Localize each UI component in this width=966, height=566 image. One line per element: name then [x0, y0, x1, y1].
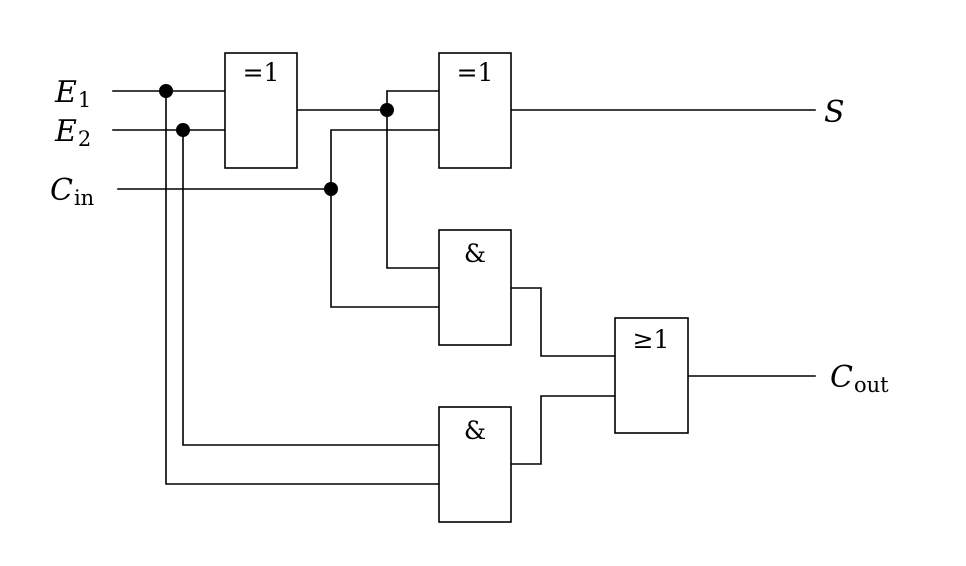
- and-gate-1-body: [438, 229, 512, 346]
- wire-e2-to-and2: [182, 129, 440, 446]
- and-gate-2-symbol: &: [464, 416, 486, 445]
- label-s-main: S: [824, 95, 845, 130]
- xor-gate-1-symbol: =1: [243, 58, 280, 87]
- or-gate: ≥1: [614, 317, 689, 434]
- and-gate-1-symbol: &: [464, 239, 486, 268]
- label-cin-main: C: [50, 173, 73, 208]
- label-e2-main: E: [54, 114, 77, 149]
- junctions: [159, 84, 394, 196]
- xor-gate-2: =1: [438, 52, 512, 169]
- label-cin: Cin: [50, 173, 94, 210]
- junction-cin: [324, 182, 338, 196]
- wire-e1-to-and2: [165, 90, 440, 485]
- wire-xor1-to-xor2: [296, 90, 440, 111]
- label-e1-sub: 1: [78, 88, 91, 112]
- label-cout-sub: out: [854, 373, 889, 397]
- wire-xor1-to-and1: [386, 109, 440, 269]
- label-cout-main: C: [830, 360, 853, 395]
- wires: [112, 90, 816, 485]
- and-gate-2-body: [438, 406, 512, 523]
- label-s: S: [824, 95, 845, 130]
- junction-e1: [159, 84, 173, 98]
- wire-cin-to-xor2: [330, 129, 440, 190]
- and-gate-1: &: [438, 229, 512, 346]
- xor-gate-2-body: [438, 52, 512, 169]
- label-e2: E2: [54, 114, 91, 151]
- junction-xor1-out: [380, 103, 394, 117]
- label-e1: E1: [54, 75, 91, 112]
- and-gate-2: &: [438, 406, 512, 523]
- label-cout: Cout: [830, 360, 889, 397]
- junction-e2: [176, 123, 190, 137]
- or-gate-body: [614, 317, 689, 434]
- xor-gate-2-symbol: =1: [457, 58, 494, 87]
- wire-and2-to-or: [510, 395, 616, 465]
- or-gate-symbol: ≥1: [633, 325, 670, 354]
- xor-gate-1: =1: [224, 52, 298, 169]
- wire-cin-to-and1: [330, 188, 440, 308]
- xor-gate-1-body: [224, 52, 298, 169]
- label-cin-sub: in: [74, 186, 94, 210]
- label-e2-sub: 2: [78, 127, 91, 151]
- label-e1-main: E: [54, 75, 77, 110]
- wire-and1-to-or: [510, 287, 616, 357]
- signal-labels: E1 E2 Cin S Cout: [50, 75, 889, 397]
